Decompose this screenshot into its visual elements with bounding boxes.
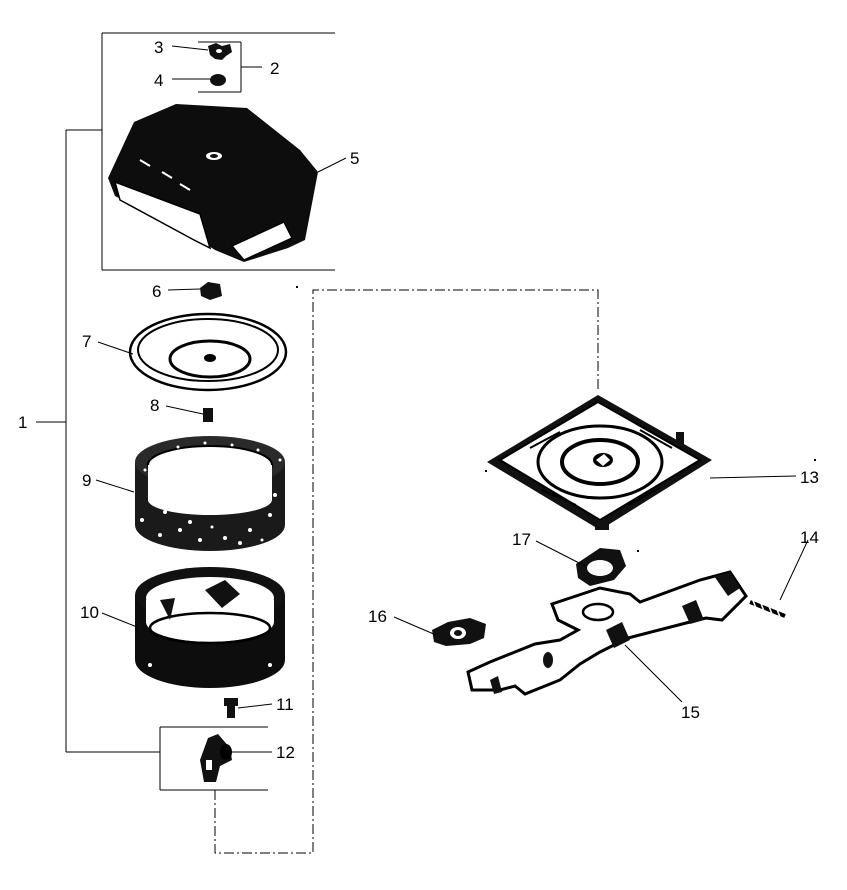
pre-cleaner-part — [135, 436, 285, 551]
label-part-14: 14 — [800, 528, 819, 547]
label-part-7: 7 — [82, 332, 91, 351]
label-part-6: 6 — [152, 282, 161, 301]
label-part-8: 8 — [150, 396, 159, 415]
air-cleaner-cover-part — [108, 104, 318, 262]
connector-part — [432, 618, 486, 646]
assembly-bracket-2 — [198, 41, 262, 93]
label-part-15: 15 — [681, 703, 700, 722]
part-labels: 1 2 3 4 5 6 7 8 9 10 11 12 13 14 15 16 1… — [18, 38, 819, 762]
label-part-16: 16 — [368, 607, 387, 626]
filter-plate-part — [128, 312, 288, 392]
label-part-2: 2 — [270, 59, 279, 78]
label-part-5: 5 — [350, 149, 359, 168]
leader-lines — [95, 45, 809, 753]
label-part-12: 12 — [276, 743, 295, 762]
small-nut-part — [203, 408, 213, 422]
gasket-part — [576, 548, 626, 586]
label-part-3: 3 — [154, 38, 163, 57]
label-part-13: 13 — [800, 468, 819, 487]
label-part-4: 4 — [154, 71, 163, 90]
speck-marks — [296, 286, 816, 552]
connection-path — [214, 289, 599, 854]
base-plate-part — [487, 395, 712, 530]
filter-element-part — [135, 567, 285, 688]
label-part-17: 17 — [512, 530, 531, 549]
washer-part — [210, 74, 226, 86]
elbow-fitting-part — [200, 734, 232, 782]
label-part-9: 9 — [82, 471, 91, 490]
label-part-1: 1 — [18, 413, 27, 432]
label-part-11: 11 — [276, 695, 294, 714]
assembly-bracket-1 — [36, 129, 160, 753]
wing-nut-part — [208, 43, 232, 60]
nut-part — [200, 282, 222, 300]
label-part-10: 10 — [80, 603, 99, 622]
bracket-part — [466, 570, 748, 696]
elbow-group-frame — [159, 726, 268, 791]
screw-part — [749, 597, 786, 618]
bolt-part — [224, 698, 238, 718]
cover-group-frame — [101, 32, 335, 271]
